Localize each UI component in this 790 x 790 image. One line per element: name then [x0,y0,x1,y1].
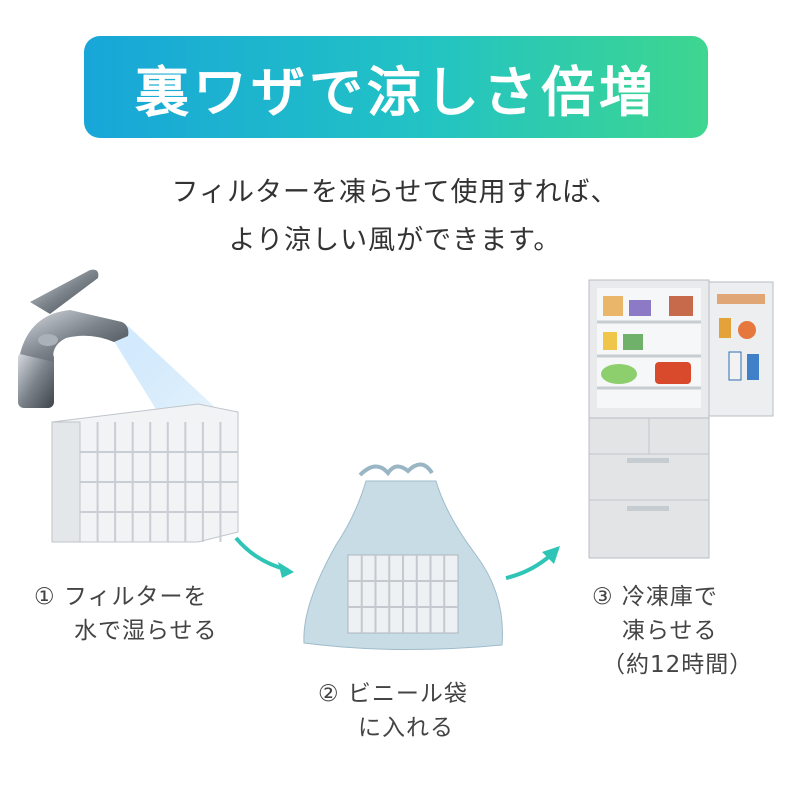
step-1-line-1: ① フィルターを [34,584,208,610]
faucet-icon [18,269,220,422]
subtitle-line-2: より涼しい風ができます。 [228,225,562,256]
step-3-line-1: ③ 冷凍庫で [592,584,718,610]
arrow-icon [505,546,560,580]
title-banner: 裏ワザで涼しさ倍増 [84,36,708,138]
refrigerator-icon [588,279,774,559]
step-3-line-2: 凍らせる [622,618,718,644]
banner-title: 裏ワザで涼しさ倍増 [135,60,657,124]
step-1-label: ① フィルターを 水で湿らせる [34,580,218,648]
arrow-icon [234,536,294,578]
step-2-line-2: に入れる [358,715,454,741]
plastic-bag-icon [303,462,503,651]
step-2-label: ② ビニール袋 に入れる [318,677,468,745]
filter-icon [51,403,239,543]
step-3-label: ③ 冷凍庫で 凍らせる （約12時間） [592,580,753,682]
subtitle-line-1: フィルターを凍らせて使用すれば、 [171,177,619,208]
step-1-line-2: 水で湿らせる [74,618,218,644]
step-3-line-3: （約12時間） [602,652,754,678]
step-2-line-1: ② ビニール袋 [318,681,468,707]
